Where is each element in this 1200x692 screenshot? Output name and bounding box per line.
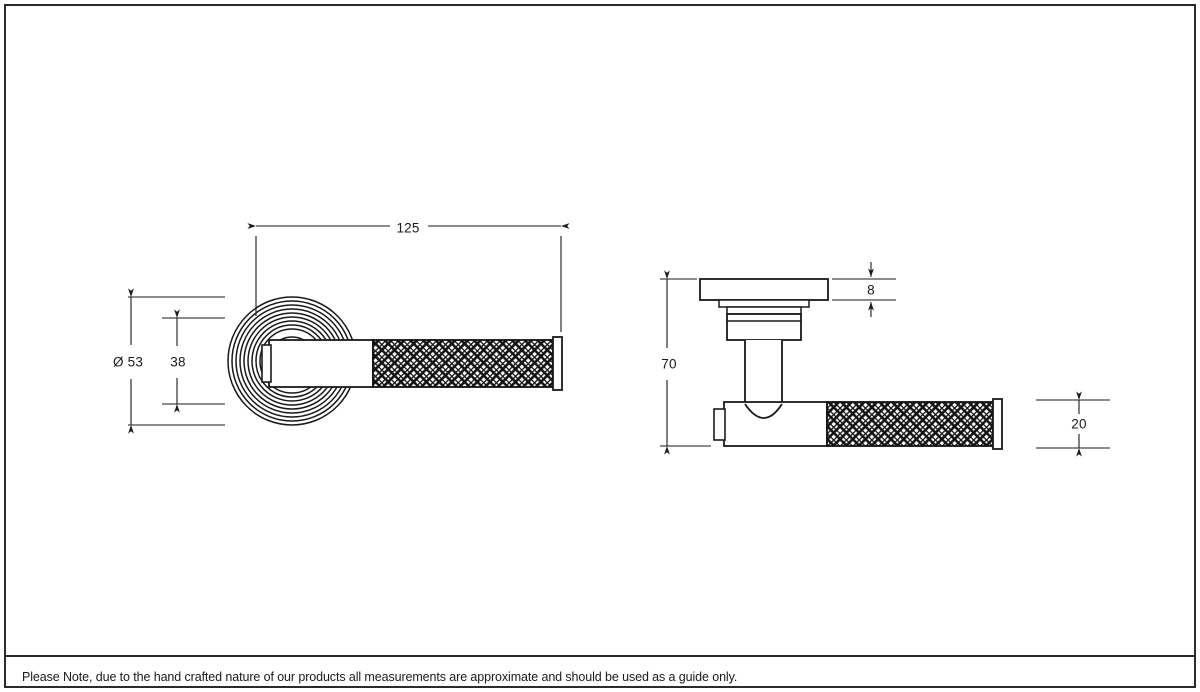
dimension-rose-plate-thickness xyxy=(832,262,896,317)
dimension-label-lever-bar-diameter: 20 xyxy=(1071,416,1087,432)
lever-root-boss-front xyxy=(261,344,272,383)
lever-rear-tab-side xyxy=(713,408,726,441)
dimension-label-total-projection: 70 xyxy=(661,356,677,372)
dimension-rose-inner-diameter xyxy=(162,309,225,413)
footer-divider-line xyxy=(4,655,1196,657)
dimension-total-projection xyxy=(660,270,711,455)
dimension-lever-bar-diameter xyxy=(1036,391,1110,457)
dimension-lever-length xyxy=(247,223,570,332)
front-elevation-view xyxy=(128,223,570,434)
dimension-label-rose-diameter: Ø 53 xyxy=(112,354,144,370)
lever-plain-bar-front xyxy=(268,339,374,388)
footer-note-text: Please Note, due to the hand crafted nat… xyxy=(22,670,738,684)
lever-knurled-grip-front xyxy=(372,339,554,388)
dimension-label-rose-plate-thickness: 8 xyxy=(867,282,875,298)
dimension-label-lever-length: 125 xyxy=(396,220,420,236)
side-elevation-view xyxy=(660,262,1110,457)
dimension-rose-diameter xyxy=(128,288,225,434)
dimension-label-rose-inner-diameter: 38 xyxy=(170,354,186,370)
drawing-border-frame xyxy=(4,4,1196,688)
lever-end-cap-side xyxy=(992,398,1003,450)
lever-knurled-grip-side xyxy=(826,401,994,447)
lever-end-cap-front xyxy=(552,336,563,391)
